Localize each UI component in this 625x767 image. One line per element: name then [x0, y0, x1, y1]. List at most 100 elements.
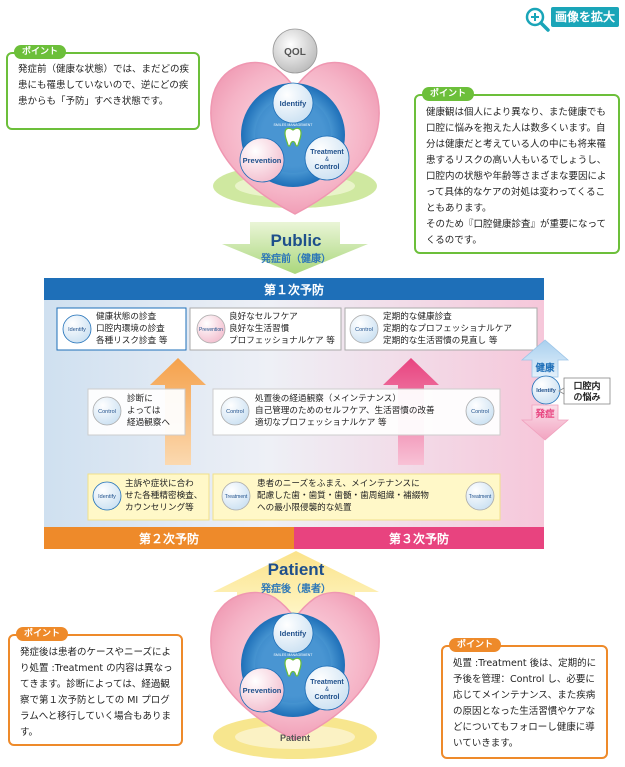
- text-line: 定期的なプロフェッショナルケア: [383, 324, 512, 334]
- side-onset-label: 発症: [534, 408, 555, 420]
- row2-left-text: 診断に よっては 経過観察へ: [127, 393, 170, 429]
- row3-left-identify-icon: [92, 481, 122, 511]
- bottom-identify-bubble: [272, 612, 314, 654]
- text-line: 適切なプロフェッショナルケア 等: [255, 418, 387, 428]
- bottom-prevention-label: Prevention: [243, 686, 282, 695]
- text-line: 患者のニーズをふまえ、メインテナンスに: [257, 479, 420, 489]
- top-treatment-label: Treatment: [310, 149, 344, 156]
- text-line: 定期的な生活習慣の見直し 等: [383, 336, 498, 346]
- text-line: への最小限侵襲的な処置: [257, 503, 352, 513]
- note-text-2: そのため『口腔健康診査』が重要になってくるのです。: [426, 219, 607, 246]
- top-prevention-label: Prevention: [243, 156, 282, 165]
- side-health-label: 健康: [535, 362, 555, 374]
- text-line: 診断に: [127, 394, 153, 404]
- row3-left-icon-label: Identify: [98, 494, 116, 500]
- row2-right-box: [212, 388, 501, 436]
- secondary-prevention-label: 第２次予防: [139, 531, 199, 546]
- bottom-center-caption: SMILES MANAGEMENT: [274, 653, 314, 657]
- magnifier-plus-icon: [525, 7, 550, 32]
- side-worry-box: [563, 377, 611, 405]
- top-tooth-icon: [284, 127, 302, 147]
- note-top-right: ポイント 健康観は個人により異なり、また健康でも口腔に悩みを抱えた人は数多くいま…: [414, 87, 620, 254]
- bottom-amp-label: &: [325, 687, 329, 693]
- row1-control-text: 定期的な健康診査 定期的なプロフェッショナルケア 定期的な生活習慣の見直し 等: [383, 311, 512, 347]
- note-tag: ポイント: [14, 45, 67, 59]
- row3-right-text: 患者のニーズをふまえ、メインテナンスに 配慮した歯・歯質・歯髄・歯周組織・補綴物…: [257, 478, 429, 514]
- row3-right-icon-label-left: Treatment: [225, 494, 248, 500]
- row2-right-control-icon-left: [220, 396, 250, 426]
- side-up-arrow: [520, 339, 570, 378]
- text-line: 自己管理のためのセルフケア、生活習慣の改善: [255, 406, 435, 416]
- top-identify-bubble: [272, 82, 314, 124]
- qol-bubble: [272, 28, 318, 74]
- zoom-button[interactable]: 画像を拡大: [524, 6, 620, 32]
- text-line: カウンセリング等: [125, 503, 194, 513]
- top-amp-label: &: [325, 157, 329, 163]
- note-text: 健康観は個人により異なり、また健康でも口腔に悩みを抱えた人は数多くいます。自分は…: [426, 107, 607, 214]
- tertiary-prevention-label: 第３次予防: [389, 531, 449, 546]
- text-line: 経過観察へ: [127, 418, 170, 428]
- text-line: 健康状態の診査: [96, 312, 157, 322]
- bottom-treatment-bubble: [304, 665, 350, 711]
- text-line: 定期的な健康診査: [383, 312, 452, 322]
- row2-right-icon-label-left: Control: [226, 409, 244, 415]
- text-line: プロフェッショナルケア 等: [229, 336, 335, 346]
- public-down-arrow: [222, 222, 368, 274]
- secondary-prevention-footer: [44, 527, 294, 549]
- row1-prevention-icon-label: Prevention: [199, 327, 223, 333]
- public-subtitle: 発症前（健康）: [260, 252, 331, 265]
- note-text: 発症後は患者のケースやニーズにより処置 :Treatment の内容は異なってき…: [20, 647, 173, 738]
- tertiary-prevention-footer: [294, 527, 544, 549]
- primary-prevention-label: 第１次予防: [264, 282, 324, 297]
- top-control-label: Control: [315, 164, 340, 171]
- public-title: Public: [270, 231, 321, 250]
- row1-control-icon: [349, 314, 379, 344]
- note-tag: ポイント: [422, 87, 475, 101]
- row1-prevention-icon: [196, 314, 226, 344]
- row2-left-icon-label: Control: [98, 409, 116, 415]
- row1-control-icon-label: Control: [355, 327, 373, 333]
- row1-prevention-text: 良好なセルフケア 良好な生活習慣 プロフェッショナルケア 等: [229, 311, 335, 347]
- row1-identify-text: 健康状態の診査 口腔内環境の診査 各種リスク診査 等: [96, 311, 167, 347]
- note-bottom-right: ポイント 処置 :Treatment 後は、定期的に予後を管理：Control …: [441, 638, 608, 759]
- note-top-left: ポイント 発症前（健康な状態）では、まだどの疾患にも罹患していないので、逆にどの…: [6, 45, 200, 130]
- top-treatment-bubble: [304, 135, 350, 181]
- note-text: 処置 :Treatment 後は、定期的に予後を管理：Control し、必要に…: [453, 658, 597, 749]
- note-tag: ポイント: [16, 627, 69, 641]
- note-text: 発症前（健康な状態）では、まだどの疾患にも罹患していないので、逆にどの疾患からも…: [18, 64, 190, 107]
- text-line: 口腔内環境の診査: [96, 324, 165, 334]
- top-heart-diagram: [210, 28, 380, 274]
- side-worry-line1: 口腔内: [573, 380, 600, 391]
- side-worry-line2: の悩み: [573, 391, 600, 402]
- text-line: よっては: [127, 406, 161, 416]
- row3-right-treatment-icon-left: [221, 481, 251, 511]
- side-identify-label: Identify: [536, 388, 556, 394]
- side-down-arrow: [520, 404, 570, 441]
- text-line: 配慮した歯・歯質・歯髄・歯周組織・補綴物: [257, 491, 429, 501]
- row2-left-control-icon: [92, 396, 122, 426]
- bottom-heart-diagram: [210, 551, 380, 759]
- note-tag: ポイント: [449, 638, 502, 652]
- patient-bottom-label: Patient: [280, 733, 310, 743]
- row3-right-icon-label-right: Treatment: [469, 494, 492, 500]
- text-line: 処置後の経過観察（メインテナンス）: [255, 394, 401, 404]
- row2-right-icon-label-right: Control: [471, 409, 489, 415]
- note-bottom-left: ポイント 発症後は患者のケースやニーズにより処置 :Treatment の内容は…: [8, 627, 183, 746]
- row2-right-text: 処置後の経過観察（メインテナンス） 自己管理のためのセルフケア、生活習慣の改善 …: [255, 393, 435, 429]
- zoom-button-label: 画像を拡大: [551, 7, 619, 27]
- bottom-prevention-bubble: [239, 667, 285, 713]
- text-line: 良好なセルフケア: [229, 312, 298, 322]
- text-line: 良好な生活習慣: [229, 324, 290, 334]
- bottom-treatment-label: Treatment: [310, 679, 344, 686]
- bottom-control-label: Control: [315, 694, 340, 701]
- text-line: 各種リスク診査 等: [96, 336, 168, 346]
- top-prevention-bubble: [239, 137, 285, 183]
- text-line: せた各種精密検査、: [125, 491, 203, 501]
- patient-subtitle: 発症後（患者）: [260, 582, 331, 595]
- qol-label: QOL: [284, 47, 306, 58]
- row3-right-treatment-icon-right: [465, 481, 495, 511]
- bottom-tooth-icon: [284, 657, 302, 677]
- top-identify-label: Identify: [280, 99, 307, 108]
- row2-right-control-icon-right: [465, 396, 495, 426]
